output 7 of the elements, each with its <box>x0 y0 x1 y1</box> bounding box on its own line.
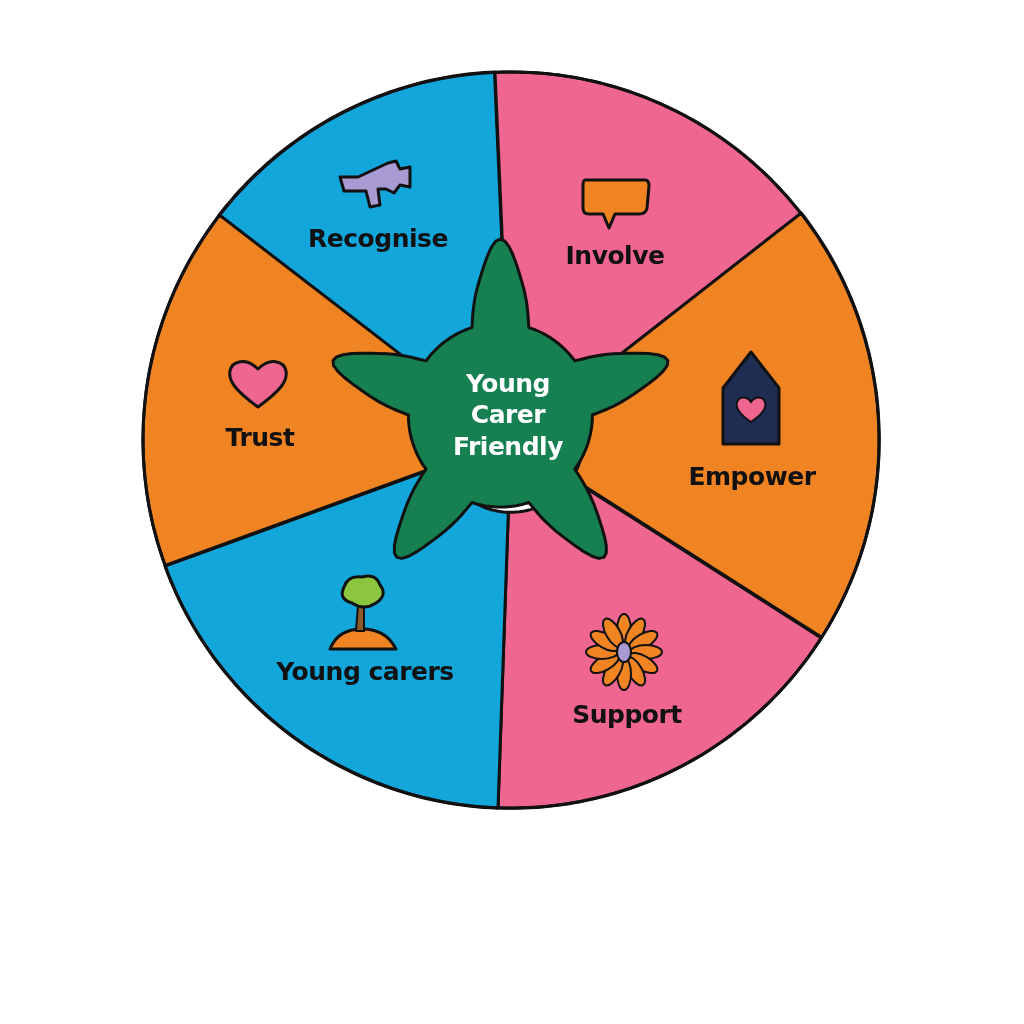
segment-label: Recognise <box>308 223 448 253</box>
segment-label: Empower <box>688 461 816 491</box>
center-label: Young Carer Friendly <box>452 368 564 462</box>
segment-label: Young carers <box>276 656 454 686</box>
segment-label: Involve <box>565 240 665 270</box>
segment-label: Trust <box>225 422 295 452</box>
segment-label: Support <box>572 699 682 729</box>
